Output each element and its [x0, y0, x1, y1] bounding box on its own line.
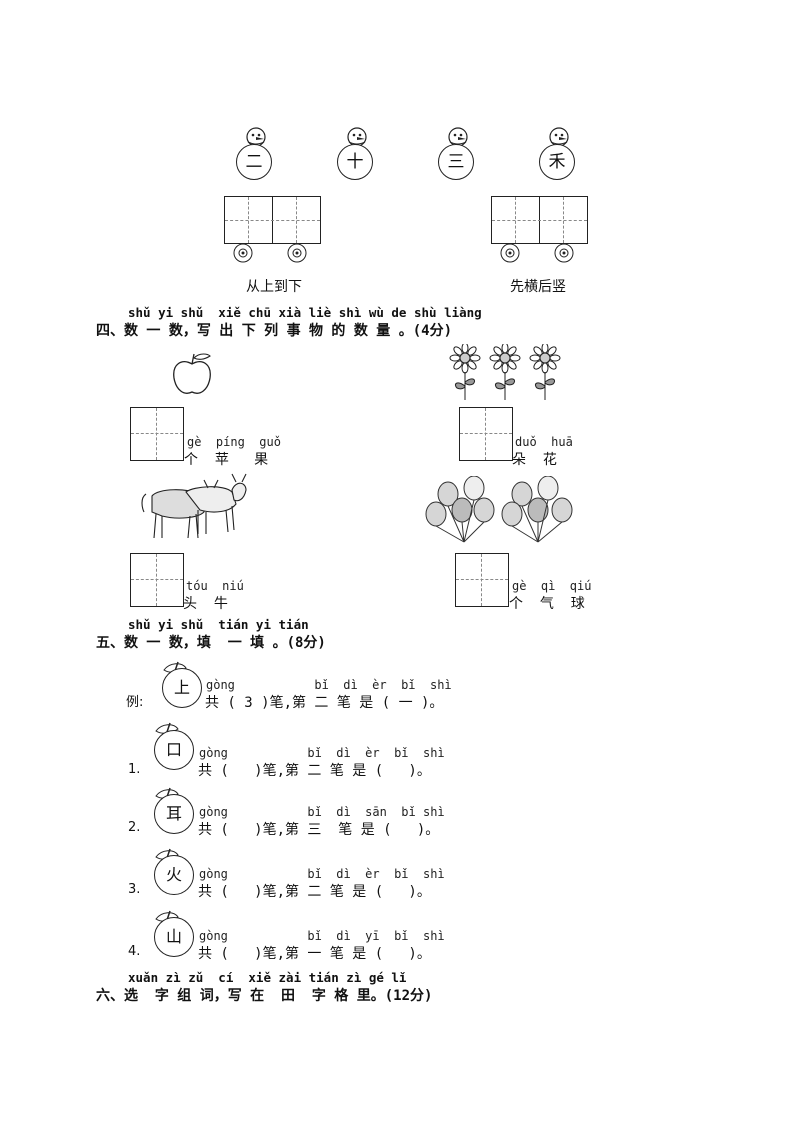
- section6-title: 六、选 字 组 词，写 在 田 字 格 里。(12分): [96, 988, 433, 1004]
- wheel-icon: [554, 243, 574, 263]
- q2-char: 耳: [154, 794, 194, 834]
- section5-title: 五、数 一 数，填 一 填 。(8分): [96, 635, 326, 651]
- q4-pinyin: gòng bǐ dì yī bǐ shì: [199, 929, 445, 943]
- balloons-icon: [425, 476, 573, 543]
- cattle-pinyin: tóu niú: [186, 579, 244, 593]
- snowman-char: 禾: [539, 144, 575, 180]
- snowman-head-icon: [246, 127, 266, 147]
- apple-text: 个 苹 果: [184, 452, 269, 468]
- answer-box-cattle[interactable]: [130, 553, 184, 607]
- q3-label: 3.: [128, 882, 141, 897]
- cart-caption-2: 先横后竖: [510, 279, 566, 295]
- snowman-4: 禾: [535, 126, 579, 184]
- q3-text[interactable]: 共 ( )笔,第 二 笔 是 ( )。: [198, 884, 431, 900]
- wheel-icon: [233, 243, 253, 263]
- answer-box-flowers[interactable]: [459, 407, 513, 461]
- writing-cart-2: [491, 196, 589, 264]
- answer-box-apple[interactable]: [130, 407, 184, 461]
- flowers-pinyin: duǒ huā: [515, 435, 573, 449]
- example-text: 共 ( 3 )笔,第 二 笔 是 ( 一 )。: [205, 695, 444, 711]
- snowman-3: 三: [434, 126, 478, 184]
- wheel-icon: [500, 243, 520, 263]
- snowman-char: 三: [438, 144, 474, 180]
- q4-char: 山: [154, 917, 194, 957]
- tianzige-double-box[interactable]: [491, 196, 588, 244]
- wheel-icon: [287, 243, 307, 263]
- cattle-text: 头 牛: [183, 596, 228, 612]
- q2-label: 2.: [128, 820, 141, 835]
- writing-cart-1: [224, 196, 322, 264]
- cattle-icon: [141, 473, 247, 539]
- q1-pinyin: gòng bǐ dì èr bǐ shì: [199, 746, 445, 760]
- section4-pinyin: shǔ yi shǔ xiě chū xià liè shì wù de shù…: [128, 305, 482, 320]
- apple-icon: [173, 353, 211, 394]
- q3-pinyin: gòng bǐ dì èr bǐ shì: [199, 867, 445, 881]
- balloons-text: 个 气 球: [509, 596, 585, 612]
- q4-label: 4.: [128, 944, 141, 959]
- example-pinyin: gòng bǐ dì èr bǐ shì: [206, 678, 452, 692]
- snowman-1: 二: [232, 126, 276, 184]
- flowers-text: 朵 花: [512, 452, 557, 468]
- snowman-2: 十: [333, 126, 377, 184]
- section4-title: 四、数 一 数，写 出 下 列 事 物 的 数 量 。(4分): [96, 323, 453, 339]
- snowman-char: 十: [337, 144, 373, 180]
- example-char: 上: [162, 668, 202, 708]
- example-label: 例:: [126, 695, 144, 710]
- flowers-icon: [449, 344, 561, 401]
- q1-text[interactable]: 共 ( )笔,第 二 笔 是 ( )。: [198, 763, 431, 779]
- q3-char: 火: [154, 855, 194, 895]
- q2-pinyin: gòng bǐ dì sān bǐ shì: [199, 805, 445, 819]
- q1-label: 1.: [128, 762, 141, 777]
- section6-pinyin: xuǎn zì zǔ cí xiě zài tián zì gé lǐ: [128, 970, 407, 985]
- tianzige-double-box[interactable]: [224, 196, 321, 244]
- apple-pinyin: gè píng guǒ: [187, 435, 281, 449]
- answer-box-balloons[interactable]: [455, 553, 509, 607]
- q1-char: 口: [154, 730, 194, 770]
- balloons-pinyin: gè qì qiú: [512, 579, 592, 593]
- q2-text[interactable]: 共 ( )笔,第 三 笔 是 ( )。: [198, 822, 440, 838]
- section5-pinyin: shǔ yi shǔ tián yi tián: [128, 617, 309, 632]
- snowman-char: 二: [236, 144, 272, 180]
- cart-caption-1: 从上到下: [246, 279, 302, 295]
- q4-text[interactable]: 共 ( )笔,第 一 笔 是 ( )。: [198, 946, 431, 962]
